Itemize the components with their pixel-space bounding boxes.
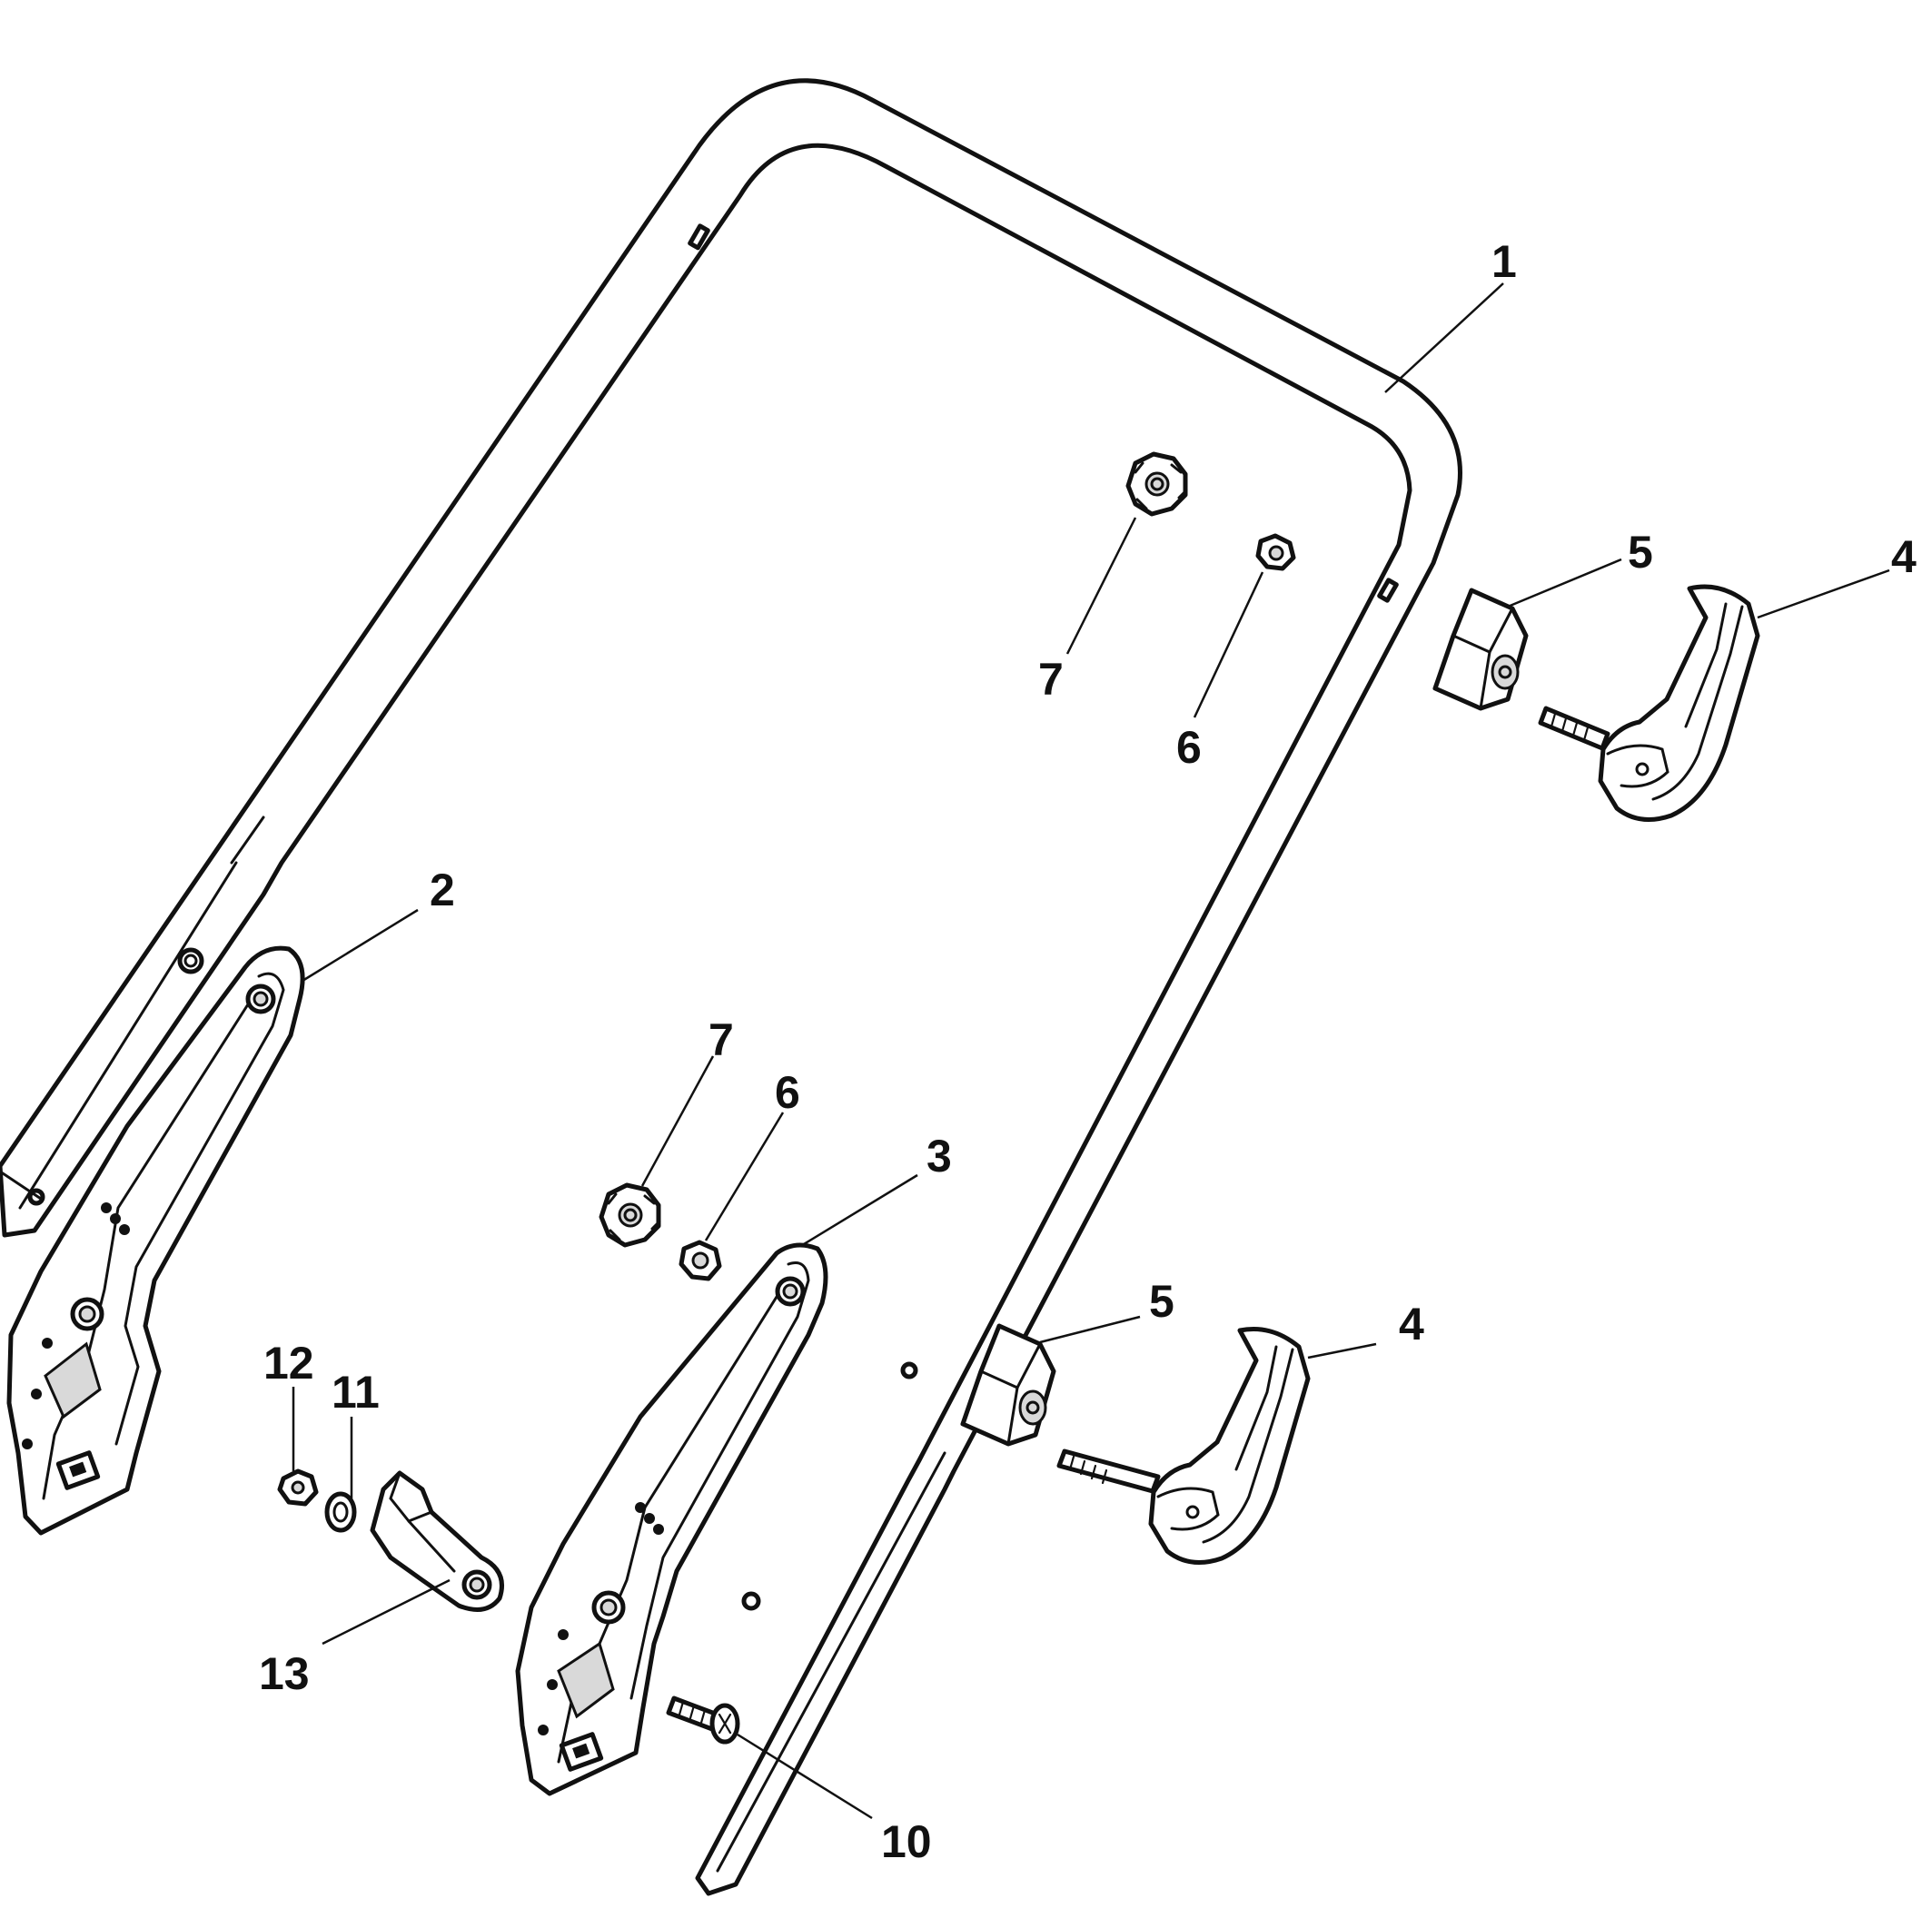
callout-2: 2 (430, 865, 455, 915)
leader-7-lower (640, 1055, 715, 1187)
clamp-block-part-5-upper (1432, 588, 1529, 711)
callout-3: 3 (926, 1131, 952, 1181)
cam-lever-part-13 (370, 1470, 504, 1612)
leader-6-lower (704, 1112, 785, 1241)
leader-2 (302, 908, 419, 983)
callout-4-upper: 4 (1891, 531, 1917, 582)
callout-6-upper: 6 (1176, 722, 1202, 773)
hex-nut-part-6-lower (679, 1240, 722, 1281)
clamp-block-part-5-lower (960, 1323, 1056, 1447)
callout-5-lower: 5 (1149, 1276, 1174, 1327)
callout-13: 13 (259, 1648, 310, 1699)
leader-4-lower (1307, 1342, 1377, 1359)
leader-5-upper (1507, 558, 1622, 608)
callout-labels: 1 2 3 4 4 5 5 6 6 7 7 10 11 12 13 (259, 236, 1917, 1867)
knob-lever-part-4-upper (1538, 584, 1760, 822)
leader-6-upper (1193, 571, 1264, 718)
leader-1 (1384, 282, 1504, 393)
leader-lines (292, 282, 1890, 1820)
leader-13 (322, 1578, 451, 1646)
knob-lever-part-4-lower (1056, 1326, 1311, 1565)
callout-10: 10 (881, 1816, 932, 1867)
flanged-nut-part-7-lower (599, 1182, 661, 1248)
screw-part-10 (666, 1696, 740, 1745)
right-bracket-part-3 (515, 1242, 828, 1796)
callout-6-lower: 6 (775, 1067, 800, 1118)
callout-4-lower: 4 (1399, 1299, 1424, 1350)
leader-3 (803, 1173, 918, 1246)
nut-part-12 (277, 1468, 319, 1507)
callout-11: 11 (332, 1367, 380, 1418)
callout-1: 1 (1491, 236, 1517, 287)
callout-5-upper: 5 (1628, 527, 1653, 578)
flanged-nut-part-7-upper (1125, 451, 1188, 517)
leader-4-upper (1757, 568, 1890, 619)
callout-7-lower: 7 (708, 1014, 734, 1065)
left-bracket-part-2 (6, 945, 305, 1536)
callout-7-upper: 7 (1038, 654, 1064, 705)
leader-7-upper (1065, 517, 1137, 655)
handle-tube-part-1 (0, 78, 1462, 1896)
leader-5-lower (1039, 1315, 1141, 1344)
hex-nut-part-6-upper (1255, 533, 1296, 571)
callout-12: 12 (263, 1338, 314, 1389)
leader-10 (737, 1733, 873, 1820)
washer-part-11 (324, 1491, 357, 1533)
